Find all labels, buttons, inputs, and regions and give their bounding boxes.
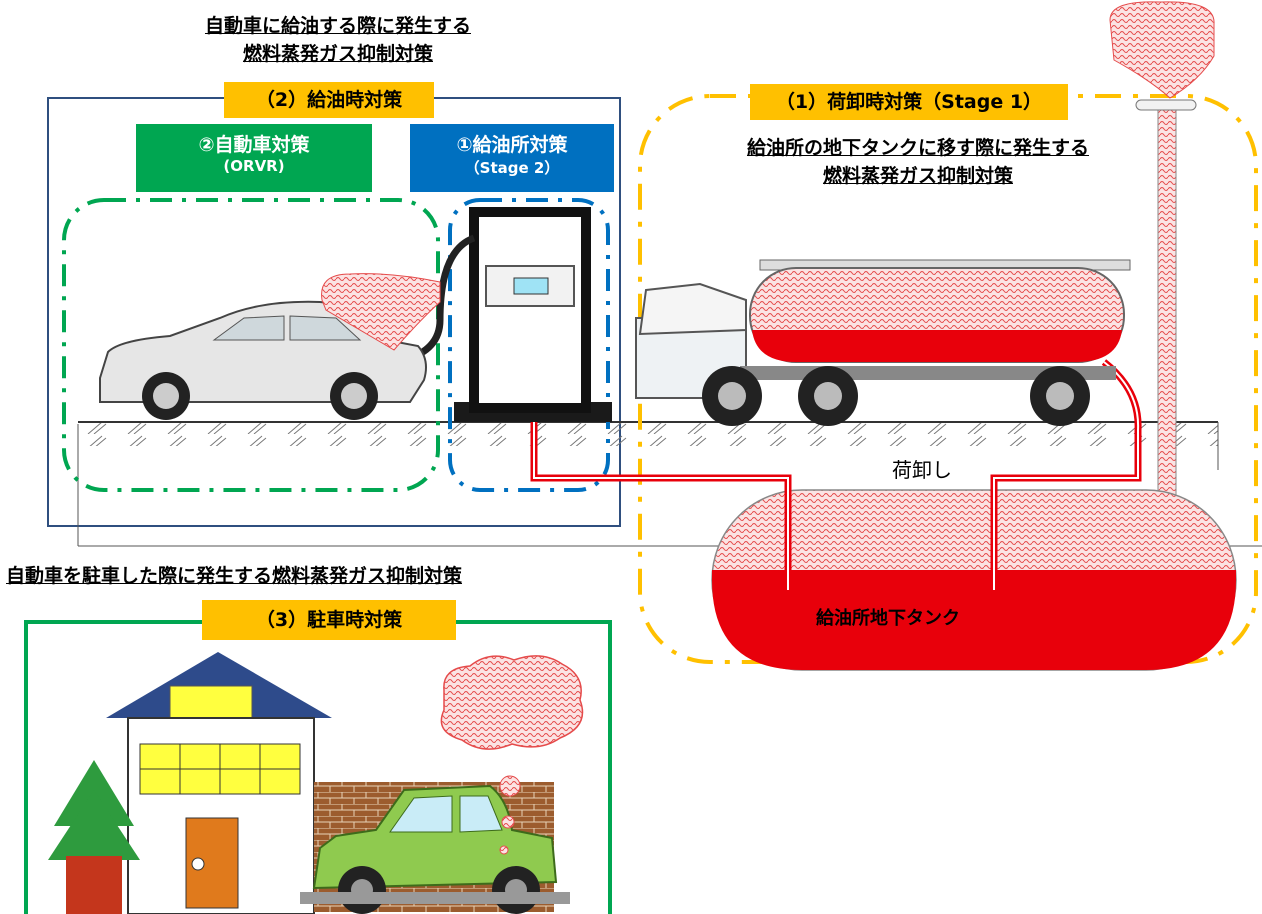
station-measure-subtitle: （Stage 2） <box>464 159 560 177</box>
station-measure-title: ①給油所対策 <box>456 134 568 156</box>
vent-pipe <box>1157 107 1177 497</box>
parking-vapor-cloud <box>440 655 584 750</box>
unload-heading-line1: 給油所の地下タンクに移す際に発生する <box>746 137 1089 159</box>
parking-measure-label: （3）駐車時対策 <box>202 600 456 640</box>
car-measure-subtitle: (ORVR) <box>223 157 285 175</box>
vent-vapor <box>1109 1 1215 99</box>
unloading-label: 荷卸し <box>892 458 952 482</box>
unload-heading-line2: 燃料蒸発ガス抑制対策 <box>822 165 1013 187</box>
refuel-heading-line2: 燃料蒸発ガス抑制対策 <box>242 43 433 65</box>
unload-measure-label: （1）荷卸時対策（Stage 1） <box>750 84 1068 120</box>
car-vapor-cloud <box>321 273 441 351</box>
fuel-dispenser <box>402 207 612 422</box>
tanker-truck <box>635 259 1131 426</box>
tree <box>48 760 140 914</box>
parking-heading: 自動車を駐車した際に発生する燃料蒸発ガス抑制対策 <box>6 565 463 587</box>
car-measure-label: ②自動車対策 (ORVR) <box>136 124 372 192</box>
underground-tank <box>711 489 1237 671</box>
house <box>106 652 332 914</box>
refuel-heading-line1: 自動車に給油する際に発生する <box>204 15 471 37</box>
station-measure-frame <box>448 198 610 492</box>
sedan-car <box>99 300 427 420</box>
parked-car <box>300 784 570 914</box>
car-measure-title: ②自動車対策 <box>198 134 310 156</box>
tank-label: 給油所地下タンク <box>816 608 960 629</box>
car-measure-frame <box>62 198 440 492</box>
station-measure-label: ①給油所対策 （Stage 2） <box>410 124 614 192</box>
refuel-measure-label: （2）給油時対策 <box>224 82 434 118</box>
ground <box>78 422 1218 446</box>
